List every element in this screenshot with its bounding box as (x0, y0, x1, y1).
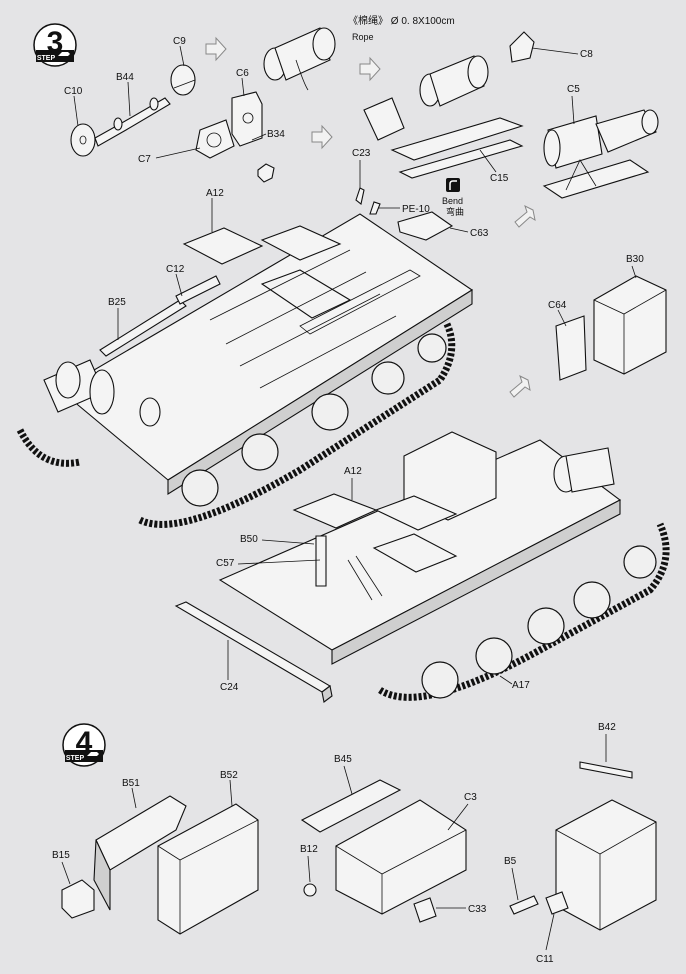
winch-c5 (542, 109, 659, 199)
tank-icon (58, 52, 70, 56)
part-pe10 (369, 201, 381, 215)
part-c63 (397, 211, 454, 241)
part-b12 (303, 883, 317, 897)
box-b30-c64 (555, 275, 667, 381)
part-c3 (335, 799, 467, 915)
part-b52 (157, 803, 259, 935)
part-c23 (355, 187, 365, 205)
part-c10 (70, 123, 96, 157)
bend-icon (446, 178, 460, 192)
label-c10: C10 (64, 86, 83, 97)
label-c33: C33 (468, 904, 487, 915)
rope-spool (263, 27, 336, 91)
label-b51: B51 (122, 778, 140, 789)
part-b34 (257, 163, 275, 183)
label-c3: C3 (464, 792, 477, 803)
arrow-down-left-icon (509, 375, 531, 398)
label-b44: B44 (116, 72, 134, 83)
label-b5: B5 (504, 856, 517, 867)
arrow-right-icon (359, 56, 381, 82)
rope-english: Rope (352, 32, 374, 42)
label-b25: B25 (108, 297, 126, 308)
step-3-number: 3 (47, 26, 64, 59)
label-c64: C64 (548, 300, 567, 311)
label-b12: B12 (300, 844, 318, 855)
label-a17: A17 (512, 680, 530, 691)
part-c12 (175, 275, 221, 305)
step-3-badge: 3 STEP (33, 23, 77, 67)
label-c9: C9 (173, 36, 186, 47)
part-b50 (315, 535, 327, 587)
part-b42 (579, 761, 633, 779)
label-c24: C24 (220, 682, 239, 693)
part-c8 (509, 31, 535, 63)
step-4-badge: 4 STEP (62, 723, 106, 767)
label-b45: B45 (334, 754, 352, 765)
label-b34: B34 (267, 129, 285, 140)
part-c7 (195, 119, 235, 159)
label-c8: C8 (580, 49, 593, 60)
step-3-label: STEP (37, 55, 56, 62)
part-c15 (390, 117, 524, 161)
bend-note: Bend 弯曲 (442, 178, 464, 217)
bend-english: Bend (442, 196, 463, 206)
part-b30 (593, 275, 667, 375)
rope-note-text: 《棉绳》 Ø 0. 8X100cm (348, 14, 455, 27)
arrow-right-icon (205, 36, 227, 62)
track-lower (378, 522, 670, 701)
label-c23: C23 (352, 148, 371, 159)
tank-icon (87, 752, 99, 756)
rope-dimension: Ø 0. 8X100cm (391, 16, 455, 27)
label-c7: C7 (138, 154, 151, 165)
rope-chinese: 《棉绳》 (348, 14, 388, 27)
engine-assembled-b42 (509, 761, 657, 931)
label-c5: C5 (567, 84, 580, 95)
hull-upper-view (16, 213, 474, 528)
track-upper (138, 320, 456, 528)
part-b25 (99, 299, 187, 357)
part-b45 (300, 779, 402, 833)
hull-lower-view (218, 431, 670, 701)
label-c12: C12 (166, 264, 185, 275)
part-b15 (61, 879, 95, 919)
bend-chinese: 弯曲 (446, 206, 464, 217)
part-b44 (94, 97, 171, 147)
part-c64 (555, 315, 587, 381)
part-c33 (413, 897, 437, 923)
label-b50: B50 (240, 534, 258, 545)
engine-block-b51-b52 (61, 795, 259, 935)
label-c57: C57 (216, 558, 235, 569)
label-a12-mid: A12 (344, 466, 362, 477)
arrow-down-left-icon (514, 205, 536, 228)
engine-block-b45-c3 (300, 779, 467, 923)
winch-assembly-c8-c15 (363, 31, 535, 179)
step-4-number: 4 (76, 726, 93, 759)
cable-drum-assembly (70, 64, 196, 157)
part-a12-seat (182, 227, 264, 265)
step-4-label: STEP (66, 755, 85, 762)
label-c63: C63 (470, 228, 489, 239)
arrow-right-icon (311, 124, 333, 150)
label-b15: B15 (52, 850, 70, 861)
part-c6 (231, 91, 263, 147)
label-c15: C15 (490, 173, 509, 184)
winch-bracket-assembly (195, 91, 275, 183)
label-b30: B30 (626, 254, 644, 265)
label-pe10: PE-10 (402, 204, 430, 215)
part-b5 (509, 895, 539, 915)
label-b42: B42 (598, 722, 616, 733)
part-c9 (170, 64, 196, 96)
label-b52: B52 (220, 770, 238, 781)
part-c11 (545, 891, 569, 915)
label-a12-top: A12 (206, 188, 224, 199)
label-c11: C11 (536, 954, 554, 965)
label-c6: C6 (236, 68, 249, 79)
